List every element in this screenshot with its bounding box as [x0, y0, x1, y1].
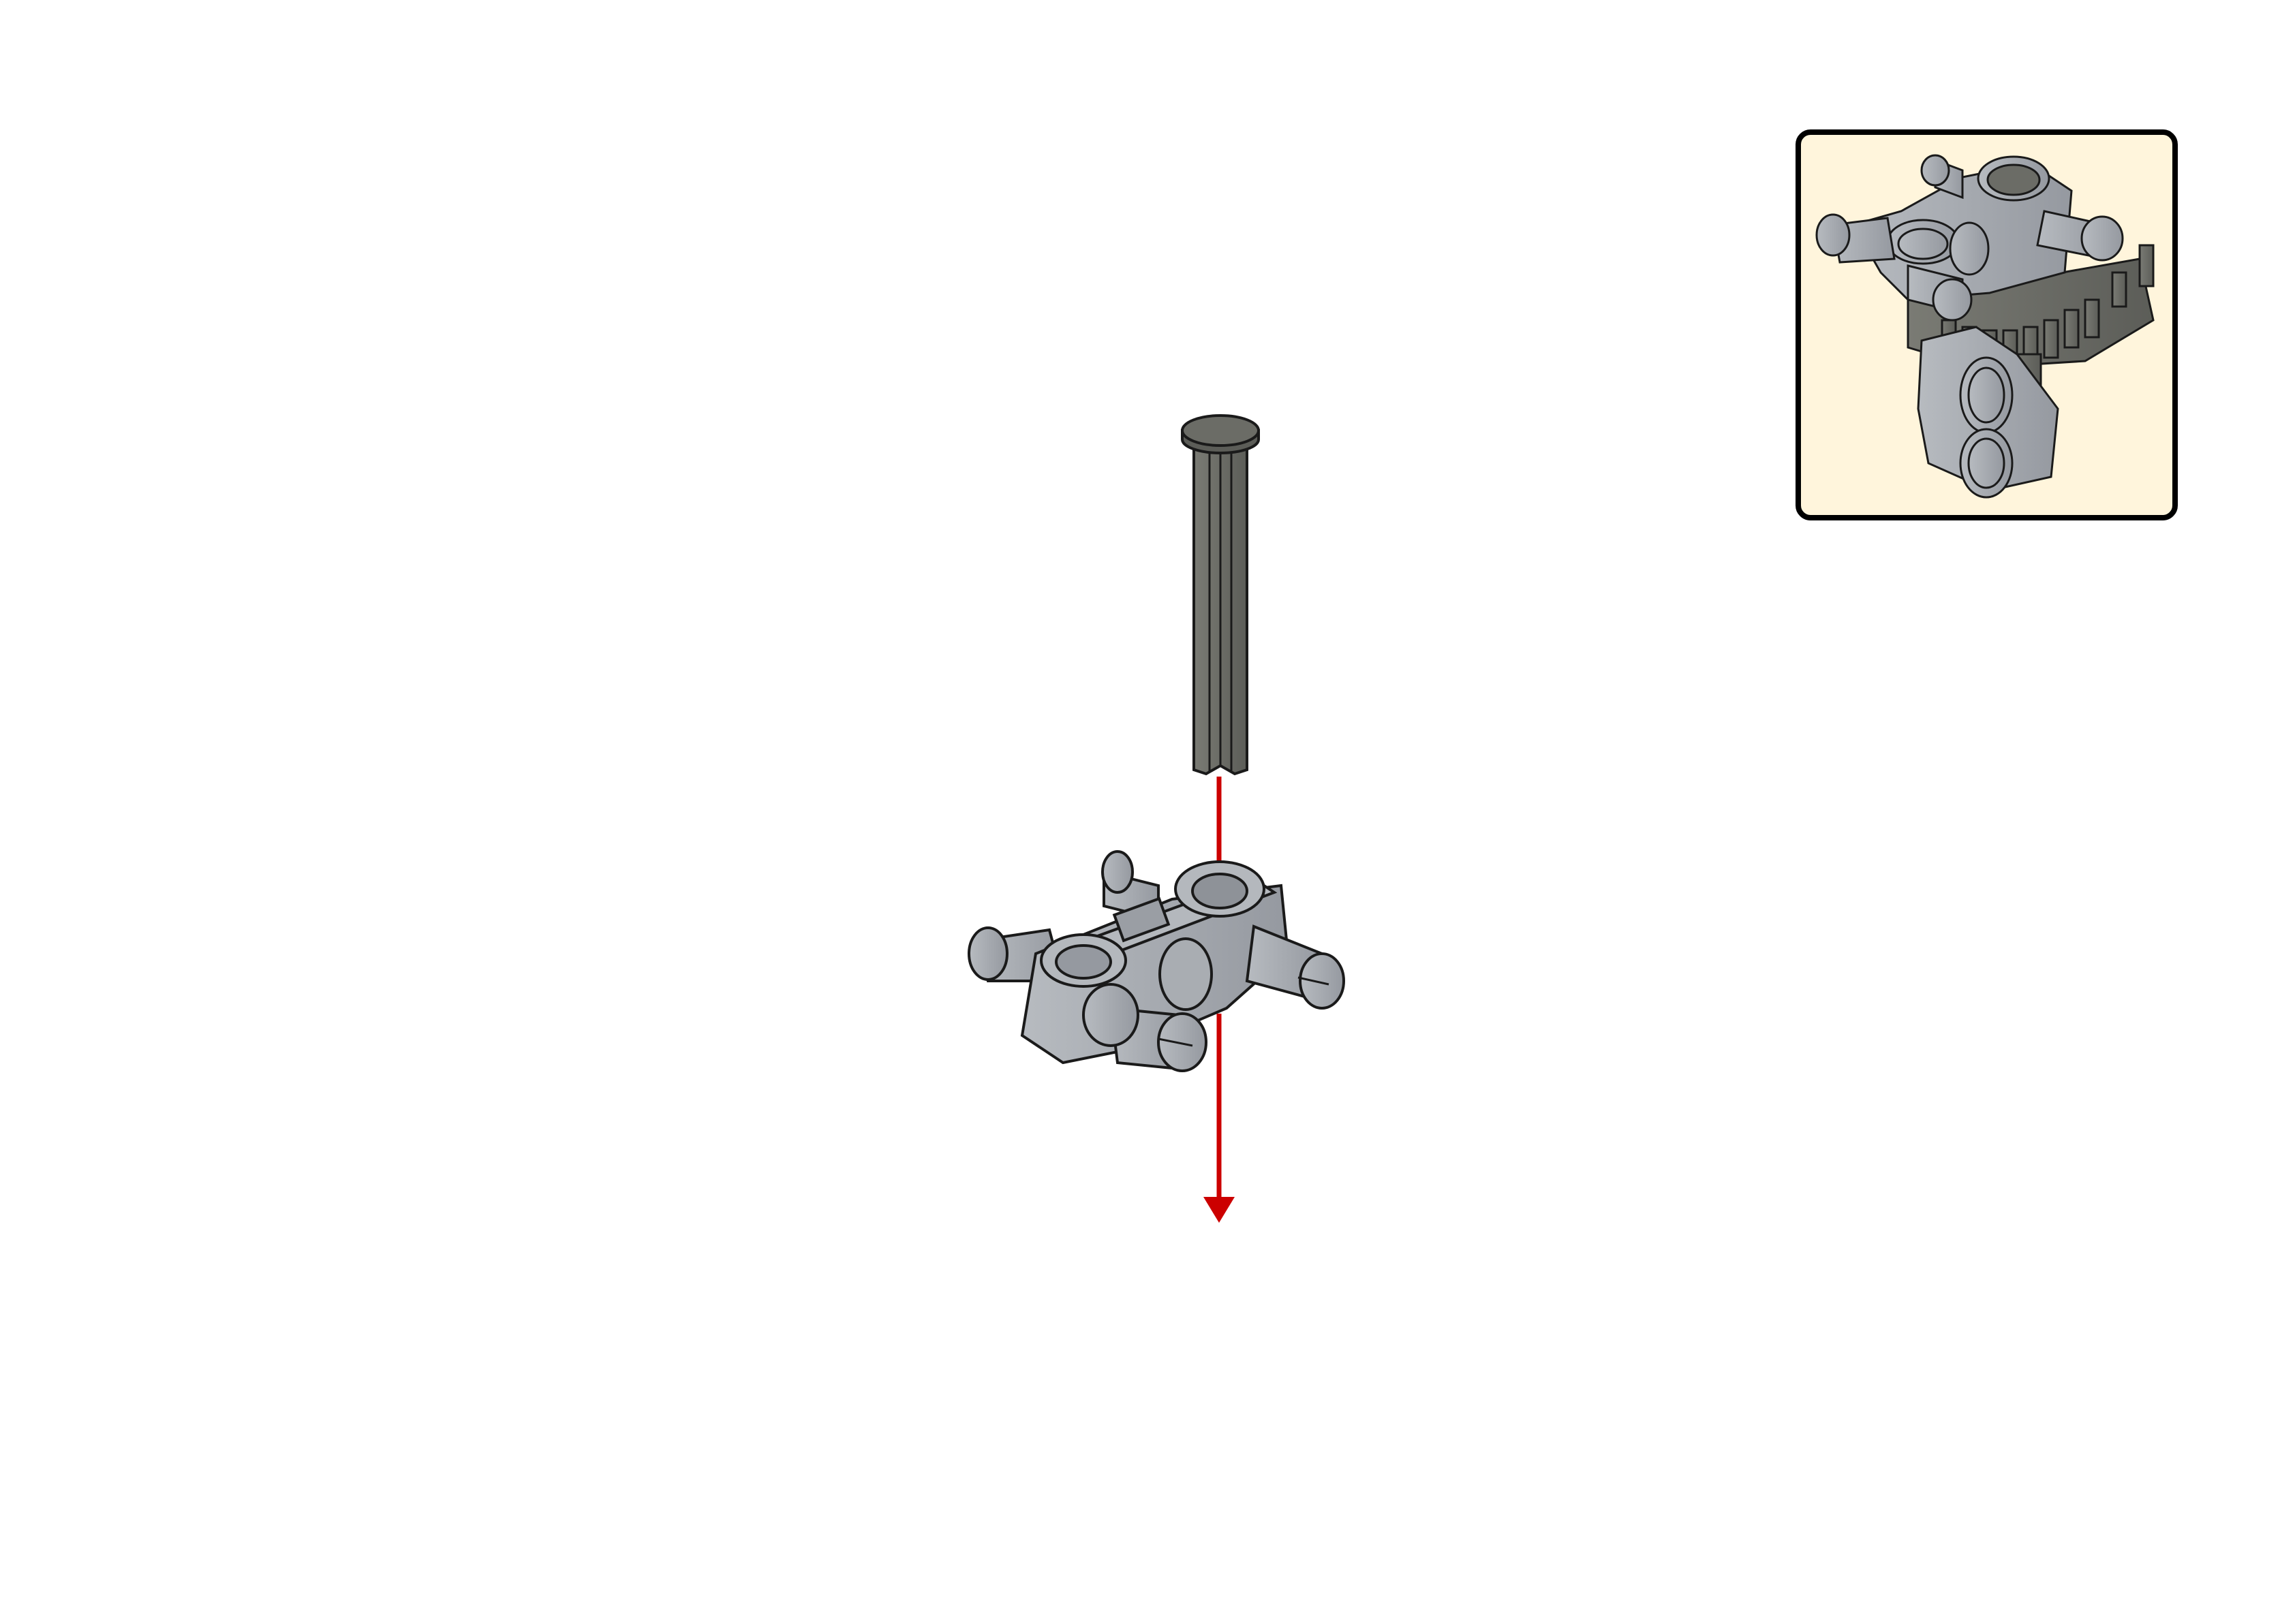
submodel-preview-image	[1815, 154, 2155, 499]
submodel-callout	[1796, 129, 2178, 520]
connector-hub-part	[968, 850, 1345, 1072]
axle-part	[1181, 414, 1260, 776]
arrow-head-down-icon	[1203, 1197, 1235, 1223]
